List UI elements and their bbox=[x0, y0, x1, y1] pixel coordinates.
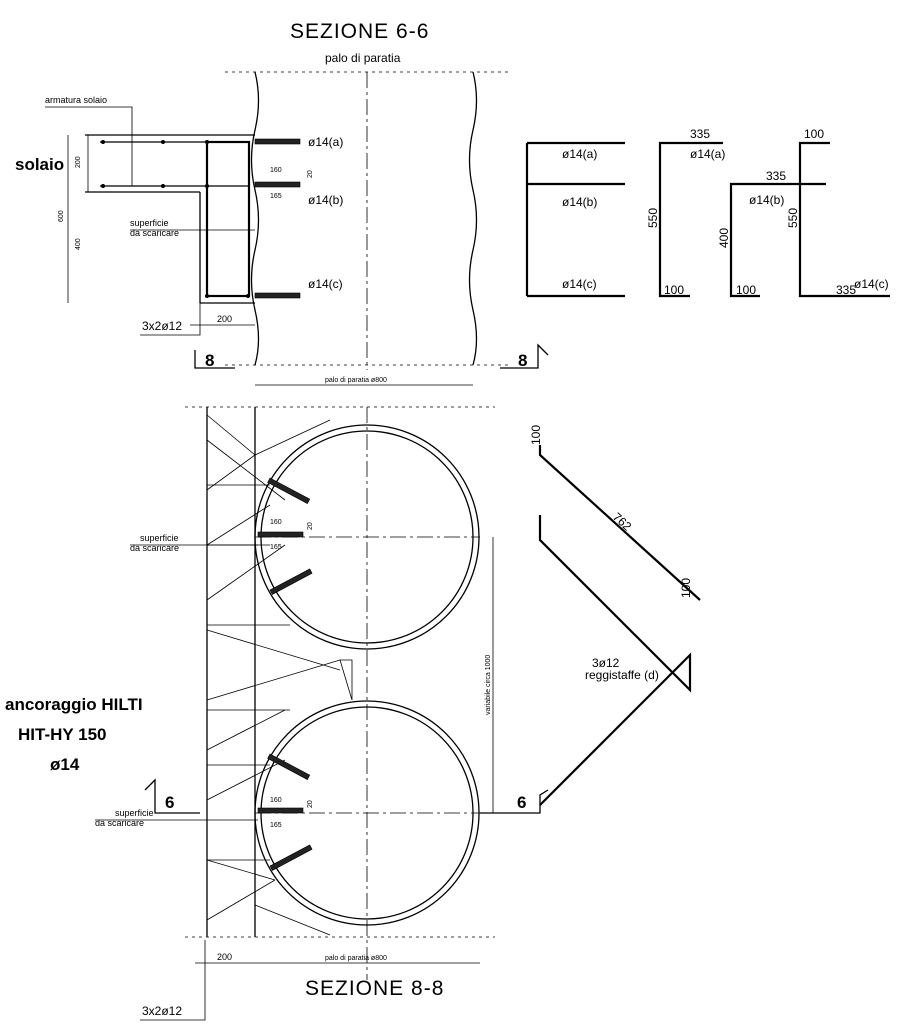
dim-160-b1: 160 bbox=[270, 519, 282, 526]
bars-3x2-top: 3x2ø12 bbox=[142, 319, 182, 333]
bars-3x2-bottom: 3x2ø12 bbox=[142, 1004, 182, 1018]
dim-335-c: 335 bbox=[836, 283, 856, 297]
surface-label-b1-2: da scaricare bbox=[130, 543, 179, 553]
section-8-8-view: superficie da scaricare superficie da sc… bbox=[95, 406, 549, 1021]
pile-diameter-top: palo di paratia ø800 bbox=[325, 377, 387, 384]
dim-400: 400 bbox=[75, 238, 82, 250]
bent-bar-a-label: ø14(a) bbox=[690, 147, 725, 161]
dim-165-b1: 165 bbox=[270, 544, 282, 551]
schedule-bar-c: ø14(c) bbox=[562, 277, 597, 291]
dim-600: 600 bbox=[58, 210, 65, 222]
surface-label-b1: superficie bbox=[140, 533, 179, 543]
surface-label-b2: superficie bbox=[115, 808, 154, 818]
dim-335-b: 335 bbox=[766, 169, 786, 183]
dim-20-top: 20 bbox=[307, 170, 314, 178]
anchor-note-line3: ø14 bbox=[50, 755, 80, 774]
dim-335-a: 335 bbox=[690, 127, 710, 141]
slab-reinforcement-label: armatura solaio bbox=[45, 95, 107, 105]
stirrup-dim-100-bottom: 100 bbox=[679, 578, 693, 598]
stirrup-d: 100 762 100 3ø12 reggistaffe (d) bbox=[529, 425, 701, 806]
section-mark-8-left: 8 bbox=[205, 351, 214, 370]
stirrup-dim-762: 762 bbox=[610, 510, 634, 534]
dim-200-slab: 200 bbox=[75, 156, 82, 168]
stirrup-name: reggistaffe (d) bbox=[585, 668, 659, 682]
surface-label-top-1: superficie bbox=[130, 218, 169, 228]
dim-100-a: 100 bbox=[664, 283, 684, 297]
anchor-note-line2: HIT-HY 150 bbox=[18, 725, 107, 744]
dim-160-b2: 160 bbox=[270, 797, 282, 804]
section-mark-6-left: 6 bbox=[165, 793, 174, 812]
bar-schedule: ø14(a) ø14(b) ø14(c) 335 ø14(a) 550 100 … bbox=[525, 127, 890, 298]
bar-a-label: ø14(a) bbox=[308, 135, 343, 149]
stirrup-bars: 3ø12 bbox=[592, 656, 620, 670]
bent-bar-c-label: ø14(c) bbox=[854, 277, 889, 291]
schedule-bar-b: ø14(b) bbox=[562, 195, 597, 209]
pile-label-top: palo di paratia bbox=[325, 51, 401, 65]
dim-550-a: 550 bbox=[646, 208, 660, 228]
dim-20-b2: 20 bbox=[307, 800, 314, 808]
dim-165-b2: 165 bbox=[270, 822, 282, 829]
section-title-6-6: SEZIONE 6-6 bbox=[290, 20, 429, 43]
variable-dim: variabile circa 1000 bbox=[485, 655, 492, 715]
slab-label: solaio bbox=[15, 155, 64, 174]
surface-label-b2-2: da scaricare bbox=[95, 818, 144, 828]
section-title-8-8: SEZIONE 8-8 bbox=[305, 977, 444, 1000]
surface-label-top-2: da scaricare bbox=[130, 228, 179, 238]
dim-165-top: 165 bbox=[270, 193, 282, 200]
dim-200-bottom: 200 bbox=[217, 314, 232, 324]
anchor-note-line1: ancoraggio HILTI bbox=[5, 695, 143, 714]
dim-200-bottom-section: 200 bbox=[217, 952, 232, 962]
dim-400-b: 400 bbox=[717, 228, 731, 248]
dim-100-b: 100 bbox=[736, 283, 756, 297]
bent-bar-b-label: ø14(b) bbox=[749, 193, 784, 207]
section-mark-8-right: 8 bbox=[518, 351, 527, 370]
section-6-6-view: palo di paratia armatura solaio solaio s… bbox=[15, 51, 549, 386]
bar-b-label: ø14(b) bbox=[308, 193, 343, 207]
schedule-bar-a: ø14(a) bbox=[562, 147, 597, 161]
dim-550-c: 550 bbox=[786, 208, 800, 228]
dim-20-b1: 20 bbox=[307, 522, 314, 530]
dim-160-top: 160 bbox=[270, 167, 282, 174]
section-mark-6-right: 6 bbox=[517, 793, 526, 812]
stirrup-dim-100-top: 100 bbox=[529, 425, 543, 445]
dim-100-c: 100 bbox=[804, 127, 824, 141]
bar-c-label: ø14(c) bbox=[308, 277, 343, 291]
pile-diameter-bottom: palo di paratia ø800 bbox=[325, 955, 387, 962]
